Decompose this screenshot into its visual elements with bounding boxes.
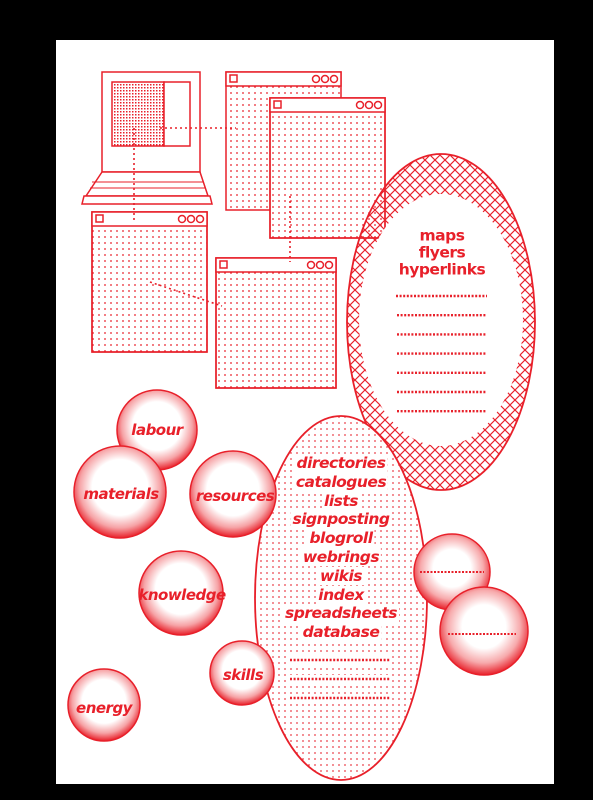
bubble-resources (189, 450, 277, 538)
bubble-knowledge (138, 550, 224, 636)
browser-window-icon (269, 97, 386, 239)
browser-window-icon (91, 211, 208, 353)
list-item: directories (294, 454, 388, 472)
top-oval-item-flyers: flyers (418, 243, 466, 262)
top-oval-item-maps: maps (419, 226, 465, 245)
list-item: webrings (300, 548, 382, 566)
list-item: wikis (318, 566, 364, 585)
laptop-icon (81, 71, 213, 205)
list-item: index (316, 585, 366, 604)
bubble-energy (67, 668, 141, 742)
bubble-label-materials: materials (83, 485, 159, 503)
list-item: blogroll (307, 529, 375, 548)
top-oval-blank-lines (396, 294, 487, 413)
bubble-label-skills: skills (222, 666, 264, 684)
bubble-skills (209, 640, 275, 706)
list-oval-blank-lines (288, 656, 392, 702)
list-item: signposting (290, 510, 392, 529)
bubble-label-energy: energy (76, 699, 132, 717)
blank-bubble-bottom (439, 586, 529, 676)
bubble-materials (73, 445, 167, 539)
list-item: database (300, 623, 382, 642)
bubble-label-labour: labour (131, 421, 183, 439)
list-item: lists (322, 491, 360, 510)
top-oval-item-hyperlinks: hyperlinks (398, 260, 486, 279)
list-item: catalogues (293, 472, 389, 491)
bubble-label-knowledge: knowledge (138, 586, 226, 604)
browser-window-icon (215, 257, 337, 389)
connector-lines (133, 127, 291, 307)
list-item: spreadsheets (283, 604, 399, 623)
bubble-label-resources: resources (195, 487, 275, 505)
top-oval (346, 153, 536, 491)
